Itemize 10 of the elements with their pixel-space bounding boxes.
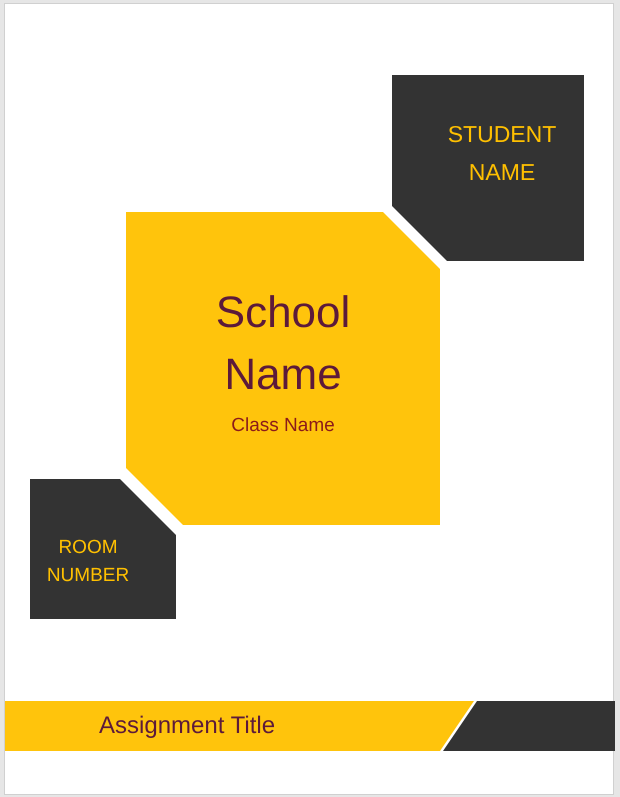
school-name-title: School Name <box>214 287 352 401</box>
class-name-text: Class Name <box>231 414 335 438</box>
footer-bar <box>443 701 615 751</box>
title-panel <box>126 212 440 525</box>
student-name-text: STUDENT NAME <box>446 120 558 187</box>
room-panel <box>30 479 176 619</box>
title-band <box>5 701 474 751</box>
room-number-text: ROOM NUMBER <box>46 536 130 588</box>
name-panel <box>392 75 584 261</box>
assignment-title-text: Assignment Title <box>99 712 276 740</box>
